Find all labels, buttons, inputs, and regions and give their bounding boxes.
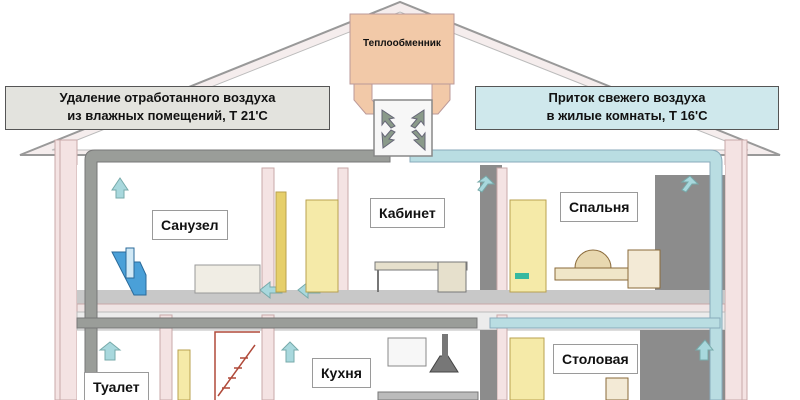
room-label-dining: Столовая	[553, 344, 638, 374]
supply-banner-line2: в жилые комнаты, Т 16'С	[546, 108, 708, 123]
room-label-bedroom: Спальня	[560, 192, 639, 222]
supply-banner: Приток свежего воздуха в жилые комнаты, …	[475, 86, 779, 130]
flow-arrows	[98, 175, 715, 363]
exhaust-duct	[76, 149, 478, 400]
heat-exchanger-label: Теплообменник	[363, 38, 441, 49]
outer-walls	[54, 139, 748, 400]
room-label-toilet: Туалет	[84, 372, 149, 400]
office-desk	[374, 261, 468, 293]
dining-fixtures	[605, 377, 629, 400]
heat-exchanger	[349, 13, 455, 157]
room-label-kitchen: Кухня	[312, 358, 371, 388]
stairs	[214, 331, 260, 400]
exhaust-banner-line2: из влажных помещений, Т 21'С	[67, 108, 268, 123]
supply-duct	[409, 149, 723, 400]
doors	[177, 191, 547, 400]
exhaust-banner-line1: Удаление отработанного воздуха	[59, 90, 276, 105]
room-label-bathroom: Санузел	[152, 210, 228, 240]
bathroom-fixtures	[111, 247, 261, 296]
supply-banner-line1: Приток свежего воздуха	[548, 90, 706, 105]
exhaust-banner: Удаление отработанного воздуха из влажны…	[5, 86, 330, 130]
kitchen-fixtures	[377, 334, 479, 400]
room-label-office: Кабинет	[370, 198, 445, 228]
bedroom-bed	[515, 249, 661, 289]
